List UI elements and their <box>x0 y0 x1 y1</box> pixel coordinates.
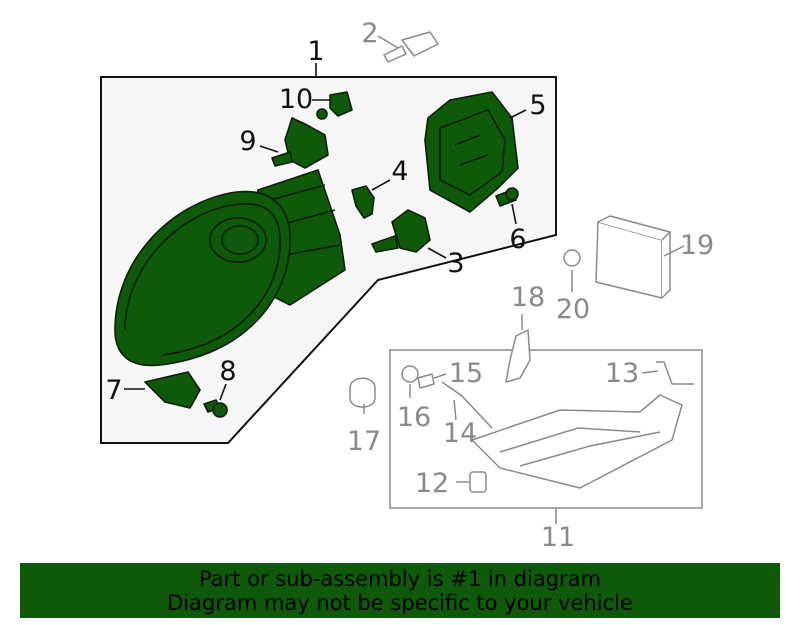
callout-18: 18 <box>511 282 545 313</box>
part-3-bulb <box>371 209 431 253</box>
part-12-stud <box>469 471 487 493</box>
callout-14: 14 <box>443 418 477 449</box>
callout-9: 9 <box>239 126 256 157</box>
callout-5: 5 <box>529 90 546 121</box>
callout-20: 20 <box>556 294 590 325</box>
part-2-bulb <box>383 31 439 63</box>
callout-19: 19 <box>680 230 714 261</box>
part-7-module <box>144 371 201 409</box>
callout-7: 7 <box>105 375 122 406</box>
callout-4: 4 <box>391 156 408 187</box>
callout-15: 15 <box>449 358 483 389</box>
part-8-bolt <box>203 399 228 418</box>
part-5-cover <box>424 91 519 213</box>
callout-10: 10 <box>279 84 313 115</box>
callout-6: 6 <box>509 224 526 255</box>
callout-3: 3 <box>447 248 464 279</box>
callout-11: 11 <box>541 522 575 553</box>
callout-17: 17 <box>347 426 381 457</box>
info-banner: Part or sub-assembly is #1 in diagram Di… <box>20 563 780 618</box>
callout-8: 8 <box>219 356 236 387</box>
part-13-bracket <box>656 361 694 385</box>
callout-1: 1 <box>307 36 324 67</box>
part-16-grommet <box>401 365 419 383</box>
callout-12: 12 <box>415 468 449 499</box>
part-6-screw <box>495 187 519 207</box>
part-4-clip <box>351 185 375 219</box>
headlamp-housing <box>114 169 346 367</box>
parts-diagram: 1 2 3 4 5 6 7 8 9 10 11 12 13 14 15 16 1… <box>100 18 714 553</box>
part-14-rod <box>441 381 493 429</box>
part-20-screw <box>563 249 581 267</box>
part-17-grommet <box>349 377 376 408</box>
part-19-module <box>595 215 671 299</box>
callout-16: 16 <box>397 402 431 433</box>
banner-line-2: Diagram may not be specific to your vehi… <box>167 590 633 615</box>
part-10-socket <box>316 91 353 120</box>
part-18-bracket <box>505 329 531 383</box>
part-9-bulb <box>271 117 329 169</box>
callout-13: 13 <box>605 358 639 389</box>
part-11-shield <box>471 394 683 489</box>
banner-line-1: Part or sub-assembly is #1 in diagram <box>198 566 602 591</box>
part-15-clip <box>417 373 435 389</box>
callout-2: 2 <box>361 18 378 49</box>
